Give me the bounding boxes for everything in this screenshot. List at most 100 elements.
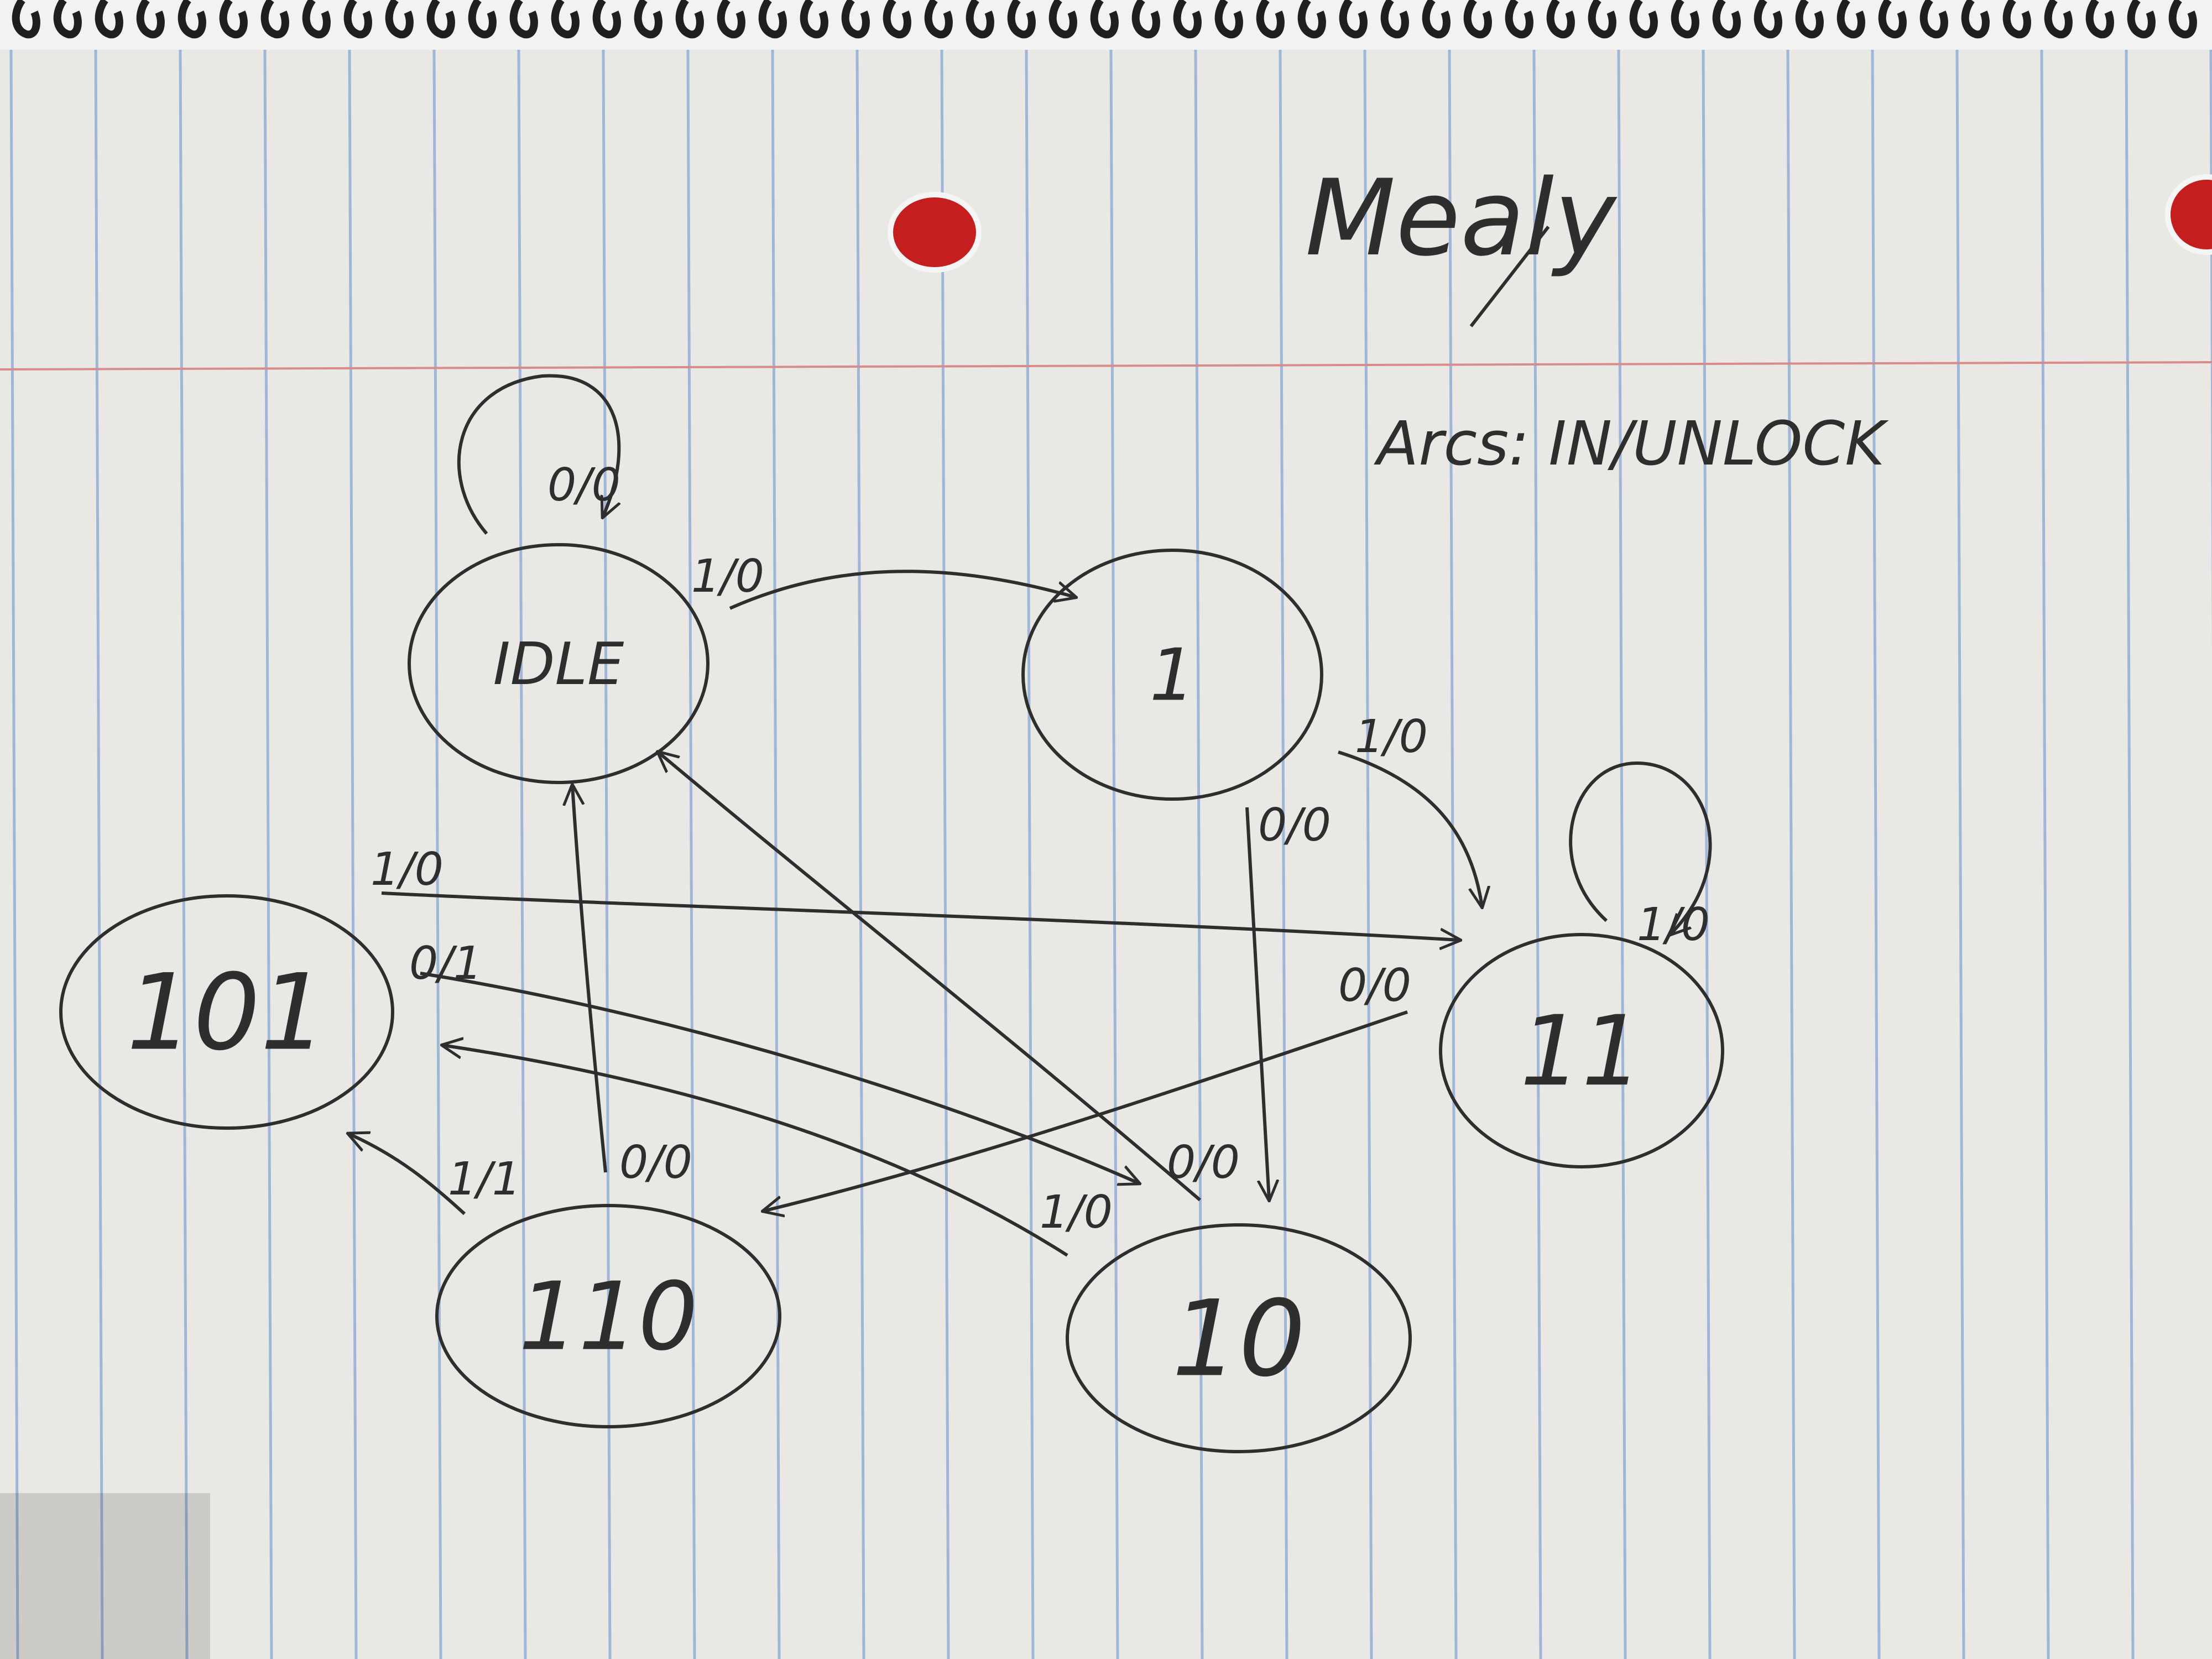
- spiral-coil: [800, 0, 828, 39]
- state-circle: [1021, 549, 1323, 801]
- state-s11: 11: [1439, 933, 1724, 1168]
- transition-arrow-idle-to-s1: [729, 570, 1076, 610]
- punch-hole: [888, 192, 982, 273]
- spiral-coil: [302, 0, 331, 39]
- spiral-coil: [1671, 0, 1699, 39]
- spiral-coil: [1131, 0, 1160, 39]
- spiral-coil: [343, 0, 372, 39]
- spiral-coil: [385, 0, 414, 39]
- spiral-binding: [12, 0, 2197, 39]
- transition-arrow-s101-to-s10: [420, 972, 1139, 1183]
- ruled-line: [348, 49, 358, 1659]
- ruled-line: [2125, 49, 2135, 1659]
- spiral-coil: [1712, 0, 1741, 39]
- transitions: [348, 374, 1712, 1257]
- spiral-coil: [592, 0, 621, 39]
- spiral-coil: [1173, 0, 1202, 39]
- spiral-coil: [468, 0, 497, 39]
- ruled-line: [1448, 49, 1458, 1659]
- state-label: IDLE: [493, 630, 624, 698]
- diagram-title: Mealy: [1305, 157, 1618, 279]
- ruled-line: [602, 49, 612, 1659]
- transition-label: 0/0: [547, 459, 620, 512]
- spiral-coil: [1919, 0, 1948, 39]
- title-underline: [1469, 226, 1550, 327]
- transition-arrow-s101-to-s11: [381, 891, 1460, 940]
- ruled-line: [432, 49, 442, 1659]
- spiral-coil: [1837, 0, 1865, 39]
- transition-label: 1/0: [371, 843, 444, 896]
- spiral-coil: [1380, 0, 1409, 39]
- state-circle: [408, 543, 709, 784]
- state-circle: [435, 1204, 781, 1428]
- ruled-line: [1363, 49, 1373, 1659]
- spiral-coil: [2127, 0, 2156, 39]
- ruled-line: [1702, 49, 1712, 1659]
- ruled-line: [179, 49, 189, 1659]
- spiral-coil: [2044, 0, 2073, 39]
- transition-arrow-s11-to-s110: [763, 1010, 1408, 1211]
- ruled-line: [940, 49, 950, 1659]
- ruled-line: [855, 49, 865, 1659]
- spiral-coil: [1754, 0, 1782, 39]
- transition-arrow-s10-to-s101: [442, 1045, 1068, 1257]
- state-label: 101: [127, 952, 327, 1074]
- transition-arrow-s1-to-s10: [1245, 807, 1269, 1200]
- punch-hole: [2165, 174, 2212, 255]
- transition-labels: 0/01/01/00/01/00/00/01/01/00/10/01/1: [371, 459, 1710, 1239]
- state-label: 10: [1172, 1278, 1306, 1400]
- spiral-coil: [634, 0, 662, 39]
- spiral-coil: [1629, 0, 1658, 39]
- state-label: 110: [519, 1262, 698, 1372]
- ruled-line: [1617, 49, 1627, 1659]
- state-circle: [59, 894, 394, 1130]
- spiral-coil: [53, 0, 82, 39]
- spiral-coil: [136, 0, 165, 39]
- ruled-line: [263, 49, 273, 1659]
- spiral-coil: [426, 0, 455, 39]
- state-idle: IDLE: [408, 543, 709, 784]
- transition-label: 0/0: [619, 1136, 692, 1189]
- arc-legend: Arcs: IN/UNLOCK: [1374, 408, 1889, 479]
- state-circle: [1439, 933, 1724, 1168]
- ruled-line: [1109, 49, 1119, 1659]
- spiral-coil: [95, 0, 123, 39]
- state-s101: 101: [59, 894, 394, 1130]
- ruled-lines: [9, 49, 2212, 1659]
- spiral-coil: [551, 0, 580, 39]
- transition-arrow-s110-to-idle: [572, 785, 607, 1173]
- spiral-coil: [2085, 0, 2114, 39]
- spiral-coil: [1795, 0, 1824, 39]
- ruled-line: [9, 49, 19, 1659]
- spiral-coil: [219, 0, 248, 39]
- spiral-coil: [966, 0, 994, 39]
- spiral-coil: [1878, 0, 1907, 39]
- state-s1: 1: [1021, 549, 1323, 801]
- ruled-line: [1532, 49, 1542, 1659]
- ruled-line: [94, 49, 104, 1659]
- state-label: 1: [1150, 633, 1196, 717]
- transition-arrow-s11-to-s11: [1569, 761, 1712, 935]
- state-s110: 110: [435, 1204, 781, 1428]
- spiral-coil: [1007, 0, 1036, 39]
- spiral-coil: [1546, 0, 1575, 39]
- transition-label: 1/1: [448, 1153, 521, 1206]
- spiral-coil: [717, 0, 745, 39]
- spiral-coil: [1090, 0, 1119, 39]
- spiral-coil: [1463, 0, 1492, 39]
- spiral-coil: [509, 0, 538, 39]
- spiral-coil: [1422, 0, 1451, 39]
- ruled-line: [1786, 49, 1796, 1659]
- ruled-line: [1955, 49, 1965, 1659]
- transition-label: 1/0: [1040, 1186, 1113, 1239]
- spiral-coil: [1505, 0, 1533, 39]
- transition-label: 1/0: [1637, 899, 1710, 951]
- transition-arrow-s1-to-s11: [1338, 750, 1482, 907]
- spiral-coil: [1961, 0, 1990, 39]
- ruled-line: [1871, 49, 1881, 1659]
- transition-label: 0/0: [1258, 799, 1331, 852]
- margin-line: [0, 361, 2212, 371]
